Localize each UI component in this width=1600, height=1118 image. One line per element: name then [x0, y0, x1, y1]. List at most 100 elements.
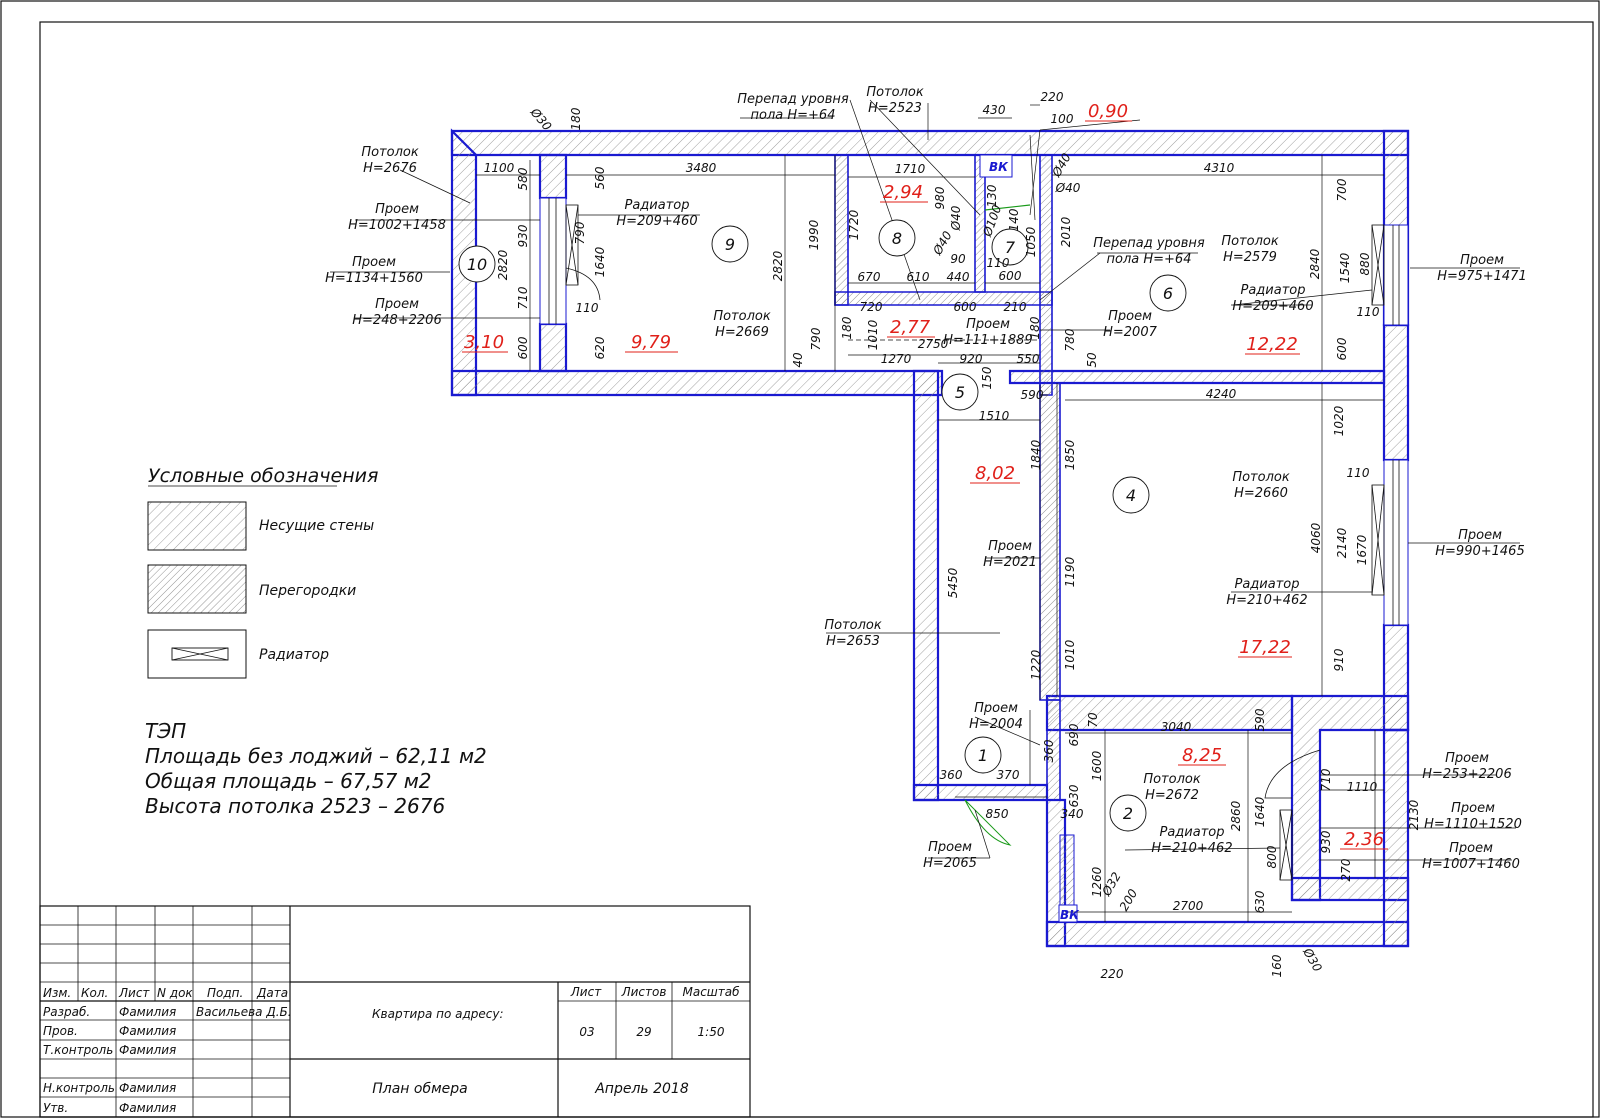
svg-text:1010: 1010 [1063, 639, 1077, 670]
svg-text:Н=2669: Н=2669 [715, 325, 769, 340]
tep-title: ТЭП [145, 719, 186, 743]
svg-text:Радиатор: Радиатор [1160, 825, 1225, 840]
room-marker-5: 5 [941, 373, 979, 411]
svg-text:Разраб.: Разраб. [43, 1005, 90, 1019]
svg-text:880: 880 [1358, 252, 1372, 275]
svg-text:Н=1134+1560: Н=1134+1560 [325, 271, 423, 286]
svg-text:1190: 1190 [1063, 556, 1077, 587]
svg-text:1710: 1710 [895, 162, 926, 176]
svg-text:180: 180 [840, 316, 854, 339]
door-swing-9 [565, 267, 601, 301]
svg-text:110: 110 [987, 256, 1010, 270]
svg-text:03: 03 [579, 1025, 594, 1039]
area-room-8: 2,94 [883, 182, 923, 203]
legend: Условные обозначения Несущие стены Перег… [147, 465, 378, 679]
tep-block: ТЭП Площадь без лоджий – 62,11 м2 Общая … [145, 719, 487, 818]
svg-text:930: 930 [1319, 830, 1333, 853]
svg-text:930: 930 [516, 224, 530, 247]
svg-text:Фамилия: Фамилия [119, 1101, 176, 1115]
svg-text:700: 700 [1335, 178, 1349, 201]
svg-text:550: 550 [1017, 352, 1040, 366]
svg-text:6: 6 [1163, 284, 1173, 303]
wall-top [450, 129, 1410, 157]
tep-area-no-loggia: Площадь без лоджий – 62,11 м2 [145, 744, 487, 768]
svg-text:360: 360 [1042, 739, 1056, 762]
svg-text:Проем: Проем [1445, 751, 1489, 766]
svg-text:Н=990+1465: Н=990+1465 [1435, 544, 1524, 559]
svg-text:Радиатор: Радиатор [1241, 283, 1306, 298]
svg-text:980: 980 [933, 186, 947, 209]
svg-text:70: 70 [1086, 712, 1100, 728]
svg-text:5450: 5450 [946, 567, 960, 598]
svg-text:Потолок: Потолок [1232, 470, 1290, 485]
svg-text:370: 370 [997, 768, 1020, 782]
radiator-9 [565, 204, 579, 286]
svg-text:2820: 2820 [771, 250, 785, 281]
svg-text:Н=975+1471: Н=975+1471 [1437, 269, 1526, 284]
svg-text:Ø40: Ø40 [1055, 181, 1081, 195]
svg-text:Проем: Проем [928, 840, 972, 855]
area-room-6: 12,22 [1246, 334, 1298, 355]
svg-text:560: 560 [593, 166, 607, 189]
radiators [565, 204, 1385, 881]
legend-label: Перегородки [259, 583, 356, 599]
svg-text:Н=2021: Н=2021 [983, 555, 1037, 570]
svg-text:1270: 1270 [881, 352, 912, 366]
svg-text:4240: 4240 [1206, 387, 1237, 401]
drawing-frame [39, 21, 1594, 1118]
svg-text:2860: 2860 [1229, 800, 1243, 831]
svg-text:610: 610 [907, 270, 930, 284]
svg-text:Проем: Проем [988, 539, 1032, 554]
svg-text:1110: 1110 [1347, 780, 1378, 794]
svg-text:Проем: Проем [966, 317, 1010, 332]
svg-text:590: 590 [1021, 388, 1044, 402]
svg-text:1260: 1260 [1090, 866, 1104, 897]
svg-text:Н=209+460: Н=209+460 [616, 214, 697, 229]
svg-text:1840: 1840 [1029, 439, 1043, 470]
svg-text:Н=2653: Н=2653 [826, 634, 880, 649]
svg-text:Ø30: Ø30 [1300, 945, 1325, 975]
svg-text:Пров.: Пров. [43, 1024, 78, 1038]
svg-text:5: 5 [955, 383, 965, 402]
wall-pier-9b [538, 322, 568, 373]
svg-text:Фамилия: Фамилия [119, 1081, 176, 1095]
wall-corridor-left [912, 369, 940, 802]
svg-text:220: 220 [1101, 967, 1124, 981]
svg-text:1020: 1020 [1332, 405, 1346, 436]
walls [450, 128, 1410, 948]
svg-text:710: 710 [1319, 768, 1333, 791]
svg-text:710: 710 [516, 286, 530, 309]
svg-text:600: 600 [999, 269, 1022, 283]
svg-text:850: 850 [986, 807, 1009, 821]
svg-text:2130: 2130 [1407, 799, 1421, 830]
svg-text:Проем: Проем [352, 255, 396, 270]
svg-text:Н=2660: Н=2660 [1234, 486, 1288, 501]
svg-text:210: 210 [1004, 300, 1027, 314]
svg-text:Н=2065: Н=2065 [923, 856, 977, 871]
wall-right-loggia [1382, 728, 1410, 948]
svg-text:670: 670 [858, 270, 881, 284]
svg-text:9: 9 [725, 235, 735, 254]
svg-text:Н=2004: Н=2004 [969, 717, 1023, 732]
svg-text:10: 10 [467, 255, 487, 274]
svg-text:2700: 2700 [1173, 899, 1204, 913]
svg-text:Проем: Проем [974, 701, 1018, 716]
svg-text:4310: 4310 [1204, 161, 1235, 175]
svg-text:600: 600 [516, 336, 530, 359]
vent-block-top [979, 154, 1013, 178]
svg-text:Проем: Проем [375, 297, 419, 312]
vent-shaft [1059, 834, 1075, 906]
svg-text:Потолок: Потолок [713, 309, 771, 324]
room-number: 4 [1126, 486, 1136, 505]
room-marker-1: 1 [964, 736, 1002, 774]
wall-entrance-bottom [912, 783, 1049, 802]
wall-pier-9a [538, 153, 568, 200]
svg-text:29: 29 [636, 1025, 651, 1039]
room-number: 2 [1123, 804, 1133, 823]
svg-text:Н=1002+1458: Н=1002+1458 [348, 218, 446, 233]
svg-text:780: 780 [1063, 328, 1077, 351]
partition-corridor-2 [1046, 699, 1061, 801]
svg-text:200: 200 [1117, 886, 1141, 913]
svg-text:140: 140 [1007, 208, 1021, 231]
svg-text:180: 180 [569, 107, 583, 130]
